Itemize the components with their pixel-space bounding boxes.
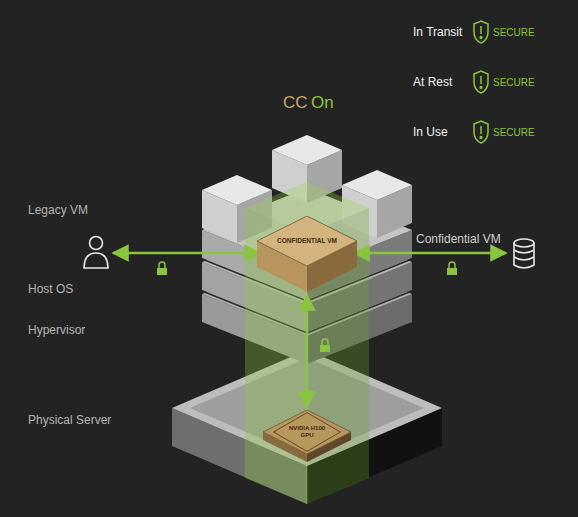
- layer-name: Host OS: [28, 282, 73, 296]
- transit-arrow: [113, 252, 260, 255]
- node-label: CONFIDENTIAL VM: [272, 237, 342, 244]
- gpu-chip: NVIDIA H100 GPU: [263, 410, 351, 462]
- confidential-vm-cube: CONFIDENTIAL VM: [257, 216, 357, 292]
- status-name: In Use: [413, 125, 448, 139]
- lock-icon: [447, 262, 457, 275]
- database-icon: [514, 239, 534, 268]
- arrow-label: Confidential VM: [416, 232, 501, 246]
- storage-arrow: [354, 252, 506, 255]
- shield-icon: [474, 71, 488, 93]
- status-name: In Transit: [413, 25, 462, 39]
- node-label: NVIDIA H100 GPU: [284, 425, 330, 438]
- lock-icon: [320, 339, 330, 352]
- user-icon: [84, 237, 108, 269]
- status-value: SECURE: [493, 27, 535, 39]
- shield-icon: [474, 21, 488, 43]
- layer-name: Physical Server: [28, 413, 111, 427]
- secure-link-arrow: [306, 295, 309, 407]
- status-value: SECURE: [493, 127, 535, 139]
- layer-name: Hypervisor: [28, 323, 85, 337]
- mode-name: CC: [283, 93, 308, 113]
- confidential-column: [245, 182, 369, 504]
- shield-icon: [474, 121, 488, 143]
- status-name: At Rest: [413, 75, 452, 89]
- layer-name: Legacy VM: [28, 203, 88, 217]
- mode-state: On: [311, 93, 334, 113]
- node-outline: [257, 216, 357, 292]
- status-value: SECURE: [493, 77, 535, 89]
- lock-icon: [157, 262, 167, 275]
